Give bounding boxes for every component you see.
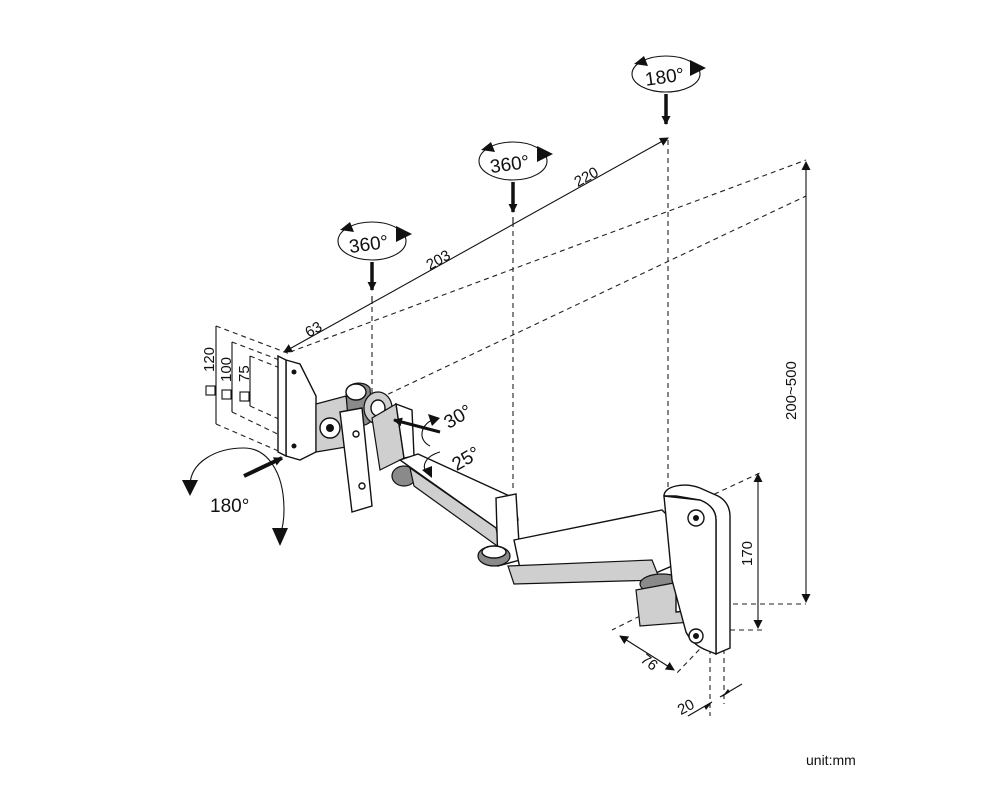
- unit-label: unit:mm: [806, 752, 856, 768]
- arm-length-dimension-line: [283, 137, 669, 353]
- rotate-180-icon: [182, 447, 288, 546]
- rotate-180-label: 180°: [210, 496, 249, 517]
- swivel-360-icon-1: [337, 221, 412, 291]
- dimension-63: 63: [302, 318, 325, 341]
- swivel-360-icon-2: [478, 141, 553, 213]
- dimension-200-500: 200~500: [783, 361, 800, 420]
- vesa-120-label: 120: [201, 347, 218, 372]
- dimension-220: 220: [571, 164, 601, 191]
- dimension-170: 170: [739, 541, 756, 566]
- dimension-76: 76: [637, 651, 661, 675]
- tilt-up-label: 30°: [441, 401, 476, 434]
- vesa-100-label: 100: [218, 357, 235, 382]
- wall-swivel-180-label: 180°: [644, 65, 686, 91]
- dimension-203: 203: [423, 247, 453, 274]
- vesa-75-label: 75: [236, 365, 253, 382]
- swivel-360-label-1: 360°: [348, 232, 390, 258]
- plate-height-dimension: [705, 471, 763, 631]
- pivot-guide-lines: [371, 140, 669, 495]
- wall-swivel-180-icon: [631, 55, 706, 125]
- dimension-20: 20: [675, 696, 698, 719]
- tilt-icon: [393, 414, 441, 478]
- swivel-360-label-2: 360°: [489, 152, 531, 178]
- mount-arm-illustration: [277, 354, 731, 656]
